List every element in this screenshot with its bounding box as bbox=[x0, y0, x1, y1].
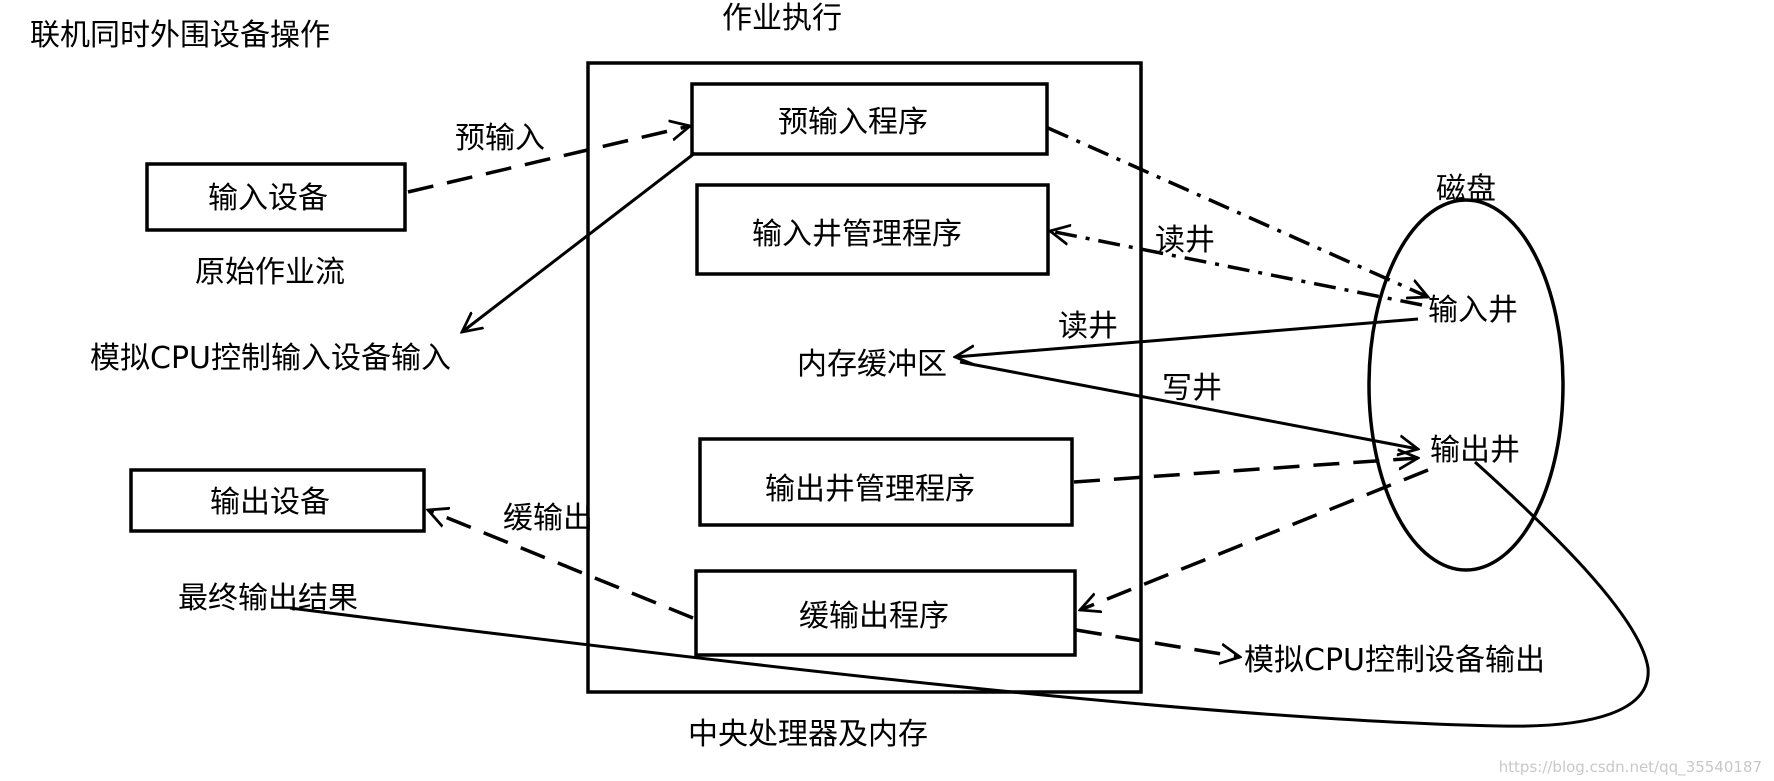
input-device-label: 输入设备 bbox=[208, 181, 328, 216]
buffered-output-program-label: 缓输出程序 bbox=[799, 599, 949, 634]
arrow-input-device-to-pre-input bbox=[407, 126, 690, 194]
arrow-buffered-output-to-output-device bbox=[428, 510, 694, 620]
watermark: https://blog.csdn.net/qq_35540187 bbox=[1499, 758, 1762, 777]
pre-input-program-box: 预输入程序 bbox=[690, 82, 1049, 156]
write-well-label: 写井 bbox=[1162, 371, 1222, 406]
arrow-buffered-output-to-cpu-output bbox=[1075, 628, 1240, 657]
buffered-output-program-box: 缓输出程序 bbox=[694, 569, 1077, 657]
diagram-title: 联机同时外围设备操作 bbox=[30, 18, 330, 53]
output-device-box: 输出设备 bbox=[129, 468, 426, 533]
input-device-box: 输入设备 bbox=[145, 162, 407, 232]
arrow-input-well-to-memory bbox=[955, 317, 1419, 357]
arrow-output-well-to-buffered-output bbox=[1080, 468, 1429, 610]
input-well-label: 输入井 bbox=[1428, 293, 1518, 328]
arrow-pre-input-to-cpu-input bbox=[462, 151, 696, 332]
buffered-output-label: 缓输出 bbox=[503, 501, 593, 536]
read-well-label-2: 读井 bbox=[1058, 309, 1118, 344]
disk-ellipse bbox=[1367, 198, 1565, 572]
arrow-output-manager-to-output-well bbox=[1073, 458, 1418, 484]
read-well-label-1: 读井 bbox=[1155, 223, 1215, 258]
disk-label: 磁盘 bbox=[1436, 172, 1496, 207]
cpu-memory-frame bbox=[586, 61, 1143, 694]
curve-output-well-to-final-output bbox=[289, 460, 1650, 728]
pre-input-program-label: 预输入程序 bbox=[778, 105, 928, 140]
simulated-cpu-input-label: 模拟CPU控制输入设备输入 bbox=[90, 341, 451, 376]
job-execution-label: 作业执行 bbox=[722, 1, 842, 36]
output-device-label: 输出设备 bbox=[210, 485, 330, 520]
memory-buffer-label: 内存缓冲区 bbox=[797, 347, 947, 382]
simulated-cpu-output-label: 模拟CPU控制设备输出 bbox=[1244, 643, 1545, 678]
output-well-manager-box: 输出井管理程序 bbox=[698, 437, 1074, 527]
cpu-memory-label: 中央处理器及内存 bbox=[688, 717, 928, 752]
input-well-manager-box: 输入井管理程序 bbox=[695, 183, 1050, 276]
pre-input-label: 预输入 bbox=[455, 121, 545, 156]
input-well-manager-label: 输入井管理程序 bbox=[752, 217, 962, 252]
output-well-manager-label: 输出井管理程序 bbox=[765, 472, 975, 507]
final-output-label: 最终输出结果 bbox=[178, 581, 358, 616]
raw-job-stream-label: 原始作业流 bbox=[195, 255, 345, 290]
arrow-pre-input-to-input-well bbox=[1047, 126, 1428, 297]
arrow-memory-to-output-well bbox=[959, 360, 1418, 449]
arrow-input-well-to-manager bbox=[1050, 231, 1423, 307]
